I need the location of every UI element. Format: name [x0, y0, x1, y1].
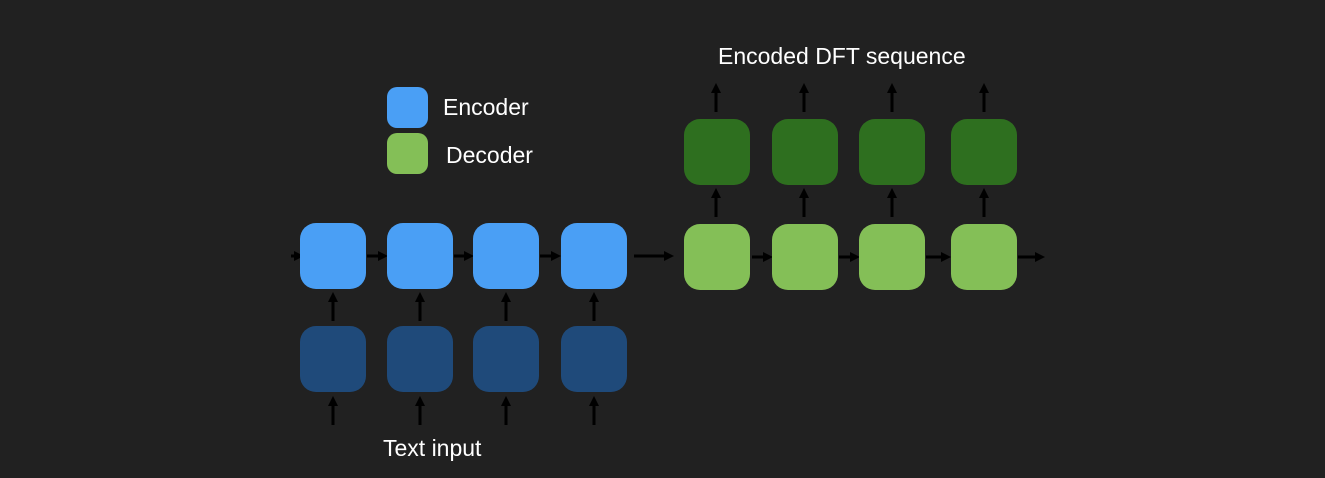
- decoder-node-2: [772, 224, 838, 290]
- input-node-4: [561, 326, 627, 392]
- encoder-node-1: [300, 223, 366, 289]
- decoder-output-node-2: [772, 119, 838, 185]
- decoder-node-3: [859, 224, 925, 290]
- input-node-2: [387, 326, 453, 392]
- output-sequence-label: Encoded DFT sequence: [718, 43, 966, 69]
- text-input-label: Text input: [383, 435, 482, 461]
- encoder-node-4: [561, 223, 627, 289]
- encoder-node-3: [473, 223, 539, 289]
- decoder-output-node-1: [684, 119, 750, 185]
- encoder-legend-swatch: [387, 87, 428, 128]
- encoder-node-2: [387, 223, 453, 289]
- input-node-1: [300, 326, 366, 392]
- input-node-3: [473, 326, 539, 392]
- decoder-output-node-3: [859, 119, 925, 185]
- decoder-output-node-4: [951, 119, 1017, 185]
- decoder-legend-swatch: [387, 133, 428, 174]
- encoder-legend-label: Encoder: [443, 94, 529, 120]
- decoder-node-4: [951, 224, 1017, 290]
- decoder-legend-label: Decoder: [446, 142, 533, 168]
- decoder-node-1: [684, 224, 750, 290]
